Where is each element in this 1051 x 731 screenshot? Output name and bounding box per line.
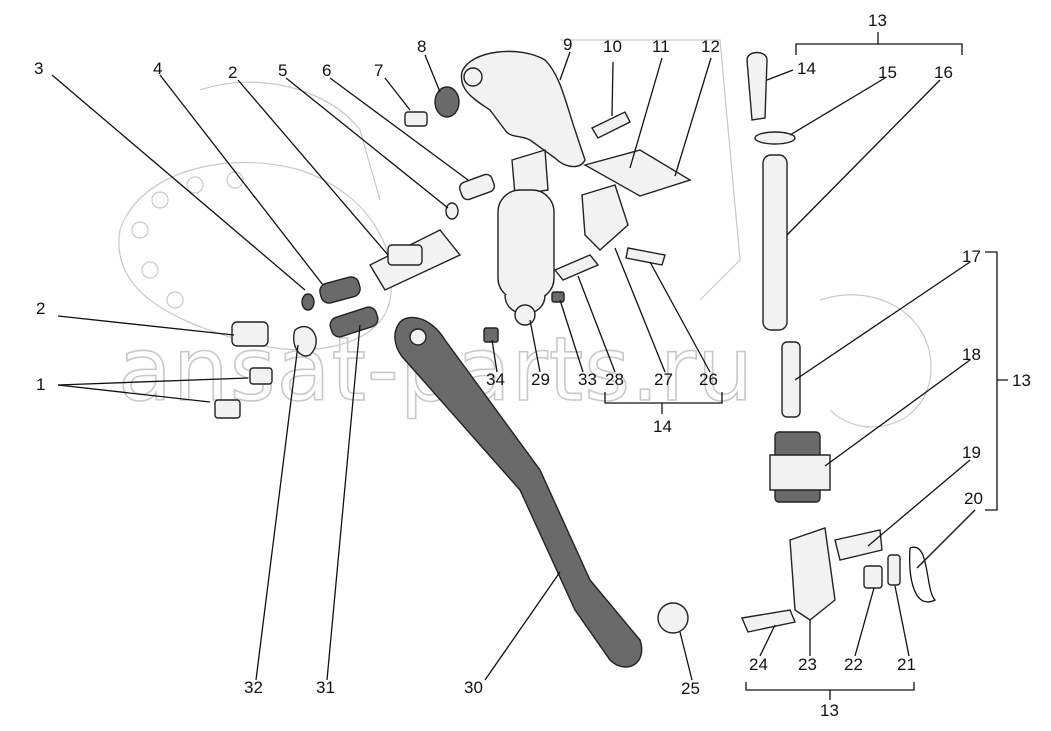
- callout-32: 32: [244, 678, 263, 697]
- plate-part-19: [834, 529, 883, 561]
- callout-4: 4: [153, 59, 162, 78]
- callout-17: 17: [962, 247, 981, 266]
- washer-part-3: [301, 293, 315, 311]
- callout-10: 10: [603, 37, 622, 56]
- callout-14-bottom: 14: [653, 417, 672, 436]
- callout-1: 1: [36, 375, 45, 394]
- callout-20: 20: [964, 489, 983, 508]
- callout-21: 21: [897, 655, 916, 674]
- hydraulic-cylinder: [497, 149, 555, 326]
- leader-lines: [51, 51, 976, 681]
- sleeve-part-1b: [214, 399, 241, 419]
- ball-joint-part-25: [657, 602, 689, 634]
- pin-part-10: [591, 111, 631, 139]
- callout-13-bottom: 13: [820, 701, 839, 720]
- ring-part-15: [754, 131, 796, 145]
- callout-19: 19: [962, 443, 981, 462]
- tube-part-16: [762, 154, 788, 331]
- plates-part-11-12: [583, 149, 692, 197]
- callout-5: 5: [278, 61, 287, 80]
- callout-7: 7: [374, 61, 383, 80]
- callout-25: 25: [681, 679, 700, 698]
- lower-link-hole: [409, 328, 427, 346]
- group-brackets: [604, 32, 1008, 700]
- yoke-part-23: [789, 527, 836, 621]
- callout-34: 34: [486, 370, 505, 389]
- callout-30: 30: [464, 678, 483, 697]
- callout-23: 23: [798, 655, 817, 674]
- bracket-hole: [463, 67, 483, 87]
- clevis-part-27: [581, 184, 629, 251]
- plate-part-28: [553, 254, 600, 281]
- callout-labels: 1 2 2 3 4 5 6 7 8 9 10 11 12 13 13 13 13…: [34, 11, 1031, 720]
- callout-22: 22: [844, 655, 863, 674]
- callout-3: 3: [34, 59, 43, 78]
- spring-clip-part-20: [909, 546, 937, 603]
- bushing-part-31: [329, 306, 379, 338]
- upper-bracket-part: [460, 50, 586, 168]
- fitting-part-34: [483, 327, 499, 343]
- lower-link-part-30: [394, 316, 643, 668]
- bushing-part-6: [458, 173, 496, 201]
- callout-16: 16: [934, 63, 953, 82]
- bolt-part-7: [404, 111, 428, 127]
- plate-part-32: [293, 325, 317, 357]
- eye-bolt-part-14: [746, 51, 768, 121]
- callout-12: 12: [701, 37, 720, 56]
- washer-part-22: [863, 565, 883, 589]
- callout-31: 31: [316, 678, 335, 697]
- callout-11: 11: [652, 37, 670, 56]
- sleeve-part-1a: [249, 367, 273, 385]
- callout-29: 29: [531, 370, 550, 389]
- pin-part-21: [887, 554, 901, 586]
- clamp-strap: [769, 454, 831, 491]
- pin-part-26: [625, 247, 666, 266]
- callout-14-top: 14: [797, 59, 816, 78]
- callout-28: 28: [605, 370, 624, 389]
- callout-15: 15: [878, 63, 897, 82]
- callout-33: 33: [578, 370, 597, 389]
- background-housing-drawing: [118, 39, 932, 428]
- callout-26: 26: [699, 370, 718, 389]
- callout-13-top: 13: [868, 11, 887, 30]
- callout-13-right: 13: [1012, 371, 1031, 390]
- callout-2-top: 2: [228, 63, 237, 82]
- fitting-part-33: [551, 291, 565, 303]
- callout-6: 6: [322, 61, 331, 80]
- pin-part-24: [741, 609, 796, 633]
- callout-9: 9: [563, 35, 572, 54]
- callout-8: 8: [417, 37, 426, 56]
- callout-18: 18: [962, 345, 981, 364]
- bushing-part-4: [319, 276, 361, 304]
- bolt-part-2-upper: [387, 244, 423, 266]
- callout-27: 27: [654, 370, 673, 389]
- callout-2-left: 2: [36, 299, 45, 318]
- bolt-part-2-lower: [231, 321, 269, 347]
- callout-24: 24: [749, 655, 768, 674]
- rod-part-17: [781, 341, 801, 418]
- bushing-part-8: [434, 86, 460, 118]
- washer-part-5: [445, 202, 459, 220]
